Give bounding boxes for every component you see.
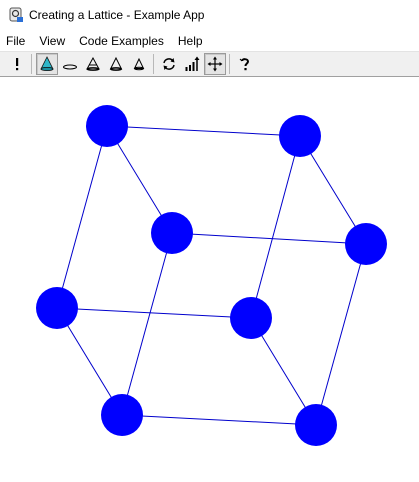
lattice-edge <box>315 243 367 426</box>
lattice-node[interactable] <box>101 394 143 436</box>
lattice-node[interactable] <box>295 404 337 446</box>
lattice-edge <box>56 307 252 319</box>
cone-bands-icon <box>85 56 101 72</box>
cone-button[interactable] <box>36 53 58 75</box>
help-question-icon <box>237 56 253 72</box>
lattice-edge <box>250 135 301 319</box>
toolbar-separator <box>153 54 154 74</box>
cone-outline-button[interactable] <box>105 53 127 75</box>
rotate-icon <box>161 56 177 72</box>
toolbar <box>0 51 419 77</box>
lattice-edge <box>121 414 317 426</box>
cone-small-icon <box>131 56 147 72</box>
cone-icon <box>39 56 55 72</box>
cone-bands-button[interactable] <box>82 53 104 75</box>
lattice-node[interactable] <box>230 297 272 339</box>
app-icon[interactable] <box>8 7 24 23</box>
lattice-node[interactable] <box>151 212 193 254</box>
drawing-canvas[interactable] <box>0 77 419 482</box>
exclamation-icon <box>9 56 25 72</box>
cone-small-button[interactable] <box>128 53 150 75</box>
exclamation-button[interactable] <box>6 53 28 75</box>
move-arrows-icon <box>207 56 223 72</box>
lattice-edge <box>299 135 367 245</box>
lattice-node[interactable] <box>345 223 387 265</box>
menu-view[interactable]: View <box>39 34 66 48</box>
toolbar-separator <box>31 54 32 74</box>
lattice-edge <box>121 232 173 416</box>
lattice-drawing[interactable] <box>0 77 419 482</box>
menu-bar: File View Code Examples Help <box>0 31 419 51</box>
rising-bars-icon <box>184 56 200 72</box>
rotate-button[interactable] <box>158 53 180 75</box>
lattice-node[interactable] <box>279 115 321 157</box>
cone-outline-icon <box>108 56 124 72</box>
ellipse-flat-button[interactable] <box>59 53 81 75</box>
move-arrows-button[interactable] <box>204 53 226 75</box>
ellipse-flat-icon <box>62 56 78 72</box>
lattice-edge <box>171 232 367 245</box>
lattice-node[interactable] <box>86 105 128 147</box>
help-button[interactable] <box>234 53 256 75</box>
menu-help[interactable]: Help <box>177 34 203 48</box>
menu-file[interactable]: File <box>6 34 26 48</box>
lattice-node[interactable] <box>36 287 78 329</box>
title-bar: Creating a Lattice - Example App <box>0 0 419 30</box>
lattice-edge <box>106 125 301 137</box>
toolbar-separator <box>229 54 230 74</box>
window-title: Creating a Lattice - Example App <box>29 8 205 22</box>
menu-code-examples[interactable]: Code Examples <box>79 34 164 48</box>
lattice-edge <box>56 125 108 309</box>
rising-bars-button[interactable] <box>181 53 203 75</box>
